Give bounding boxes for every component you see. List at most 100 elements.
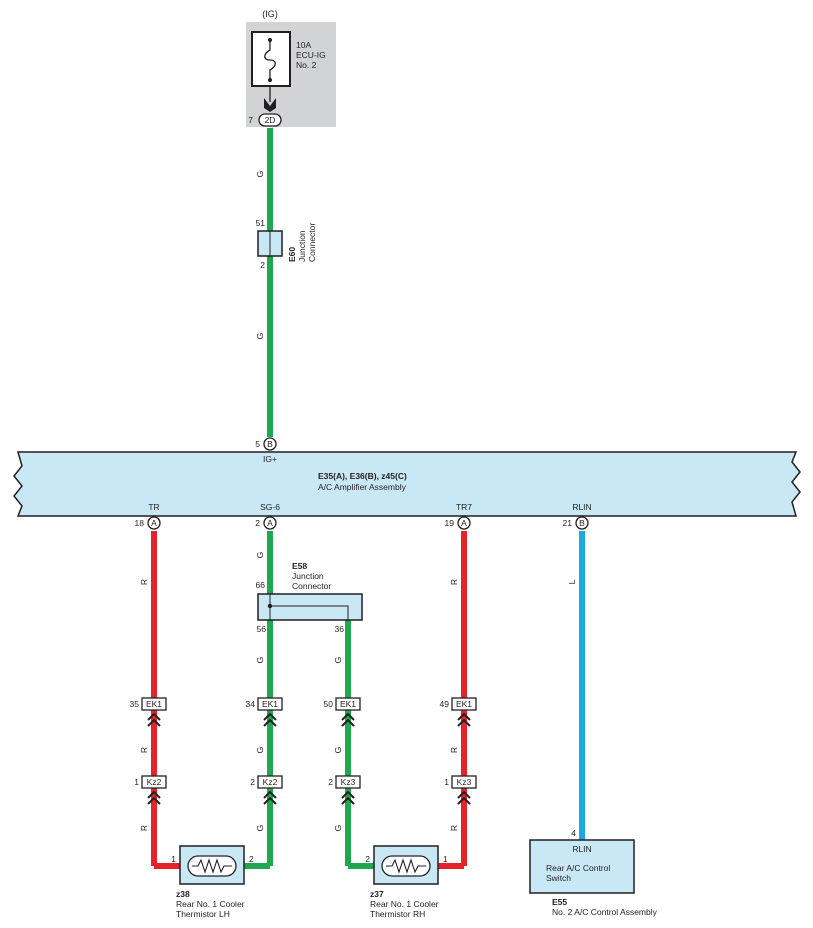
connector-box (257, 697, 283, 711)
thermistor-rh-name-line2: Thermistor RH (370, 909, 425, 919)
wire-color-label: R (449, 825, 459, 831)
connector-chevron-icon (457, 796, 471, 805)
fuse-contact-top (268, 38, 272, 42)
amplifier-name: A/C Amplifier Assembly (318, 482, 407, 492)
control-switch-name-line2: Switch (546, 873, 571, 883)
amplifier-output-label-tr7: TR7 (456, 502, 472, 512)
control-switch-assembly: No. 2 A/C Control Assembly (552, 907, 658, 917)
amplifier-output-pin-sg6: 2 (255, 518, 260, 528)
inline-connector-ek1-49: EK1 49R (440, 697, 477, 753)
fuse-pin: 7 (248, 115, 253, 125)
wire-color-e60-to-amp: G (255, 333, 265, 340)
inline-connector-kz2-1: Kz2 1R (134, 775, 167, 831)
fuse-power-source: (IG) (262, 9, 278, 19)
wire-color-sg6-left: G (255, 657, 265, 664)
wire-color-fuse-to-e60: G (255, 171, 265, 178)
amplifier-input-pin: 5 (255, 439, 260, 449)
connector-chevron-icon (457, 712, 471, 721)
fuse-contact-bottom (268, 78, 272, 82)
connector-pin: 1 (134, 777, 139, 787)
connector-pin: 35 (130, 699, 140, 709)
connector-pin: 34 (246, 699, 256, 709)
thermistor-rh-code: z37 (370, 889, 384, 899)
control-switch-code: E55 (552, 897, 567, 907)
inline-connectors: EK135REK134GEK150GEK149RKz21RKz22GKz32GK… (130, 697, 477, 832)
connector-chevron-icon (457, 790, 471, 799)
wire-color-sg6-right: G (333, 657, 343, 664)
fuse-connector (258, 113, 282, 127)
connector-box (257, 775, 283, 789)
amplifier-output-label-tr: TR (148, 502, 159, 512)
connector-name: Kz2 (147, 777, 162, 787)
amplifier-input-conn: B (267, 439, 273, 449)
thermistor-lh-pin-right: 2 (249, 854, 254, 864)
connector-pin: 50 (324, 699, 334, 709)
amplifier-input-label: IG+ (263, 454, 277, 464)
e58-internal-branch (270, 605, 349, 620)
connector-chevron-icon (147, 718, 161, 727)
fuse-name-line1: ECU-IG (296, 50, 326, 60)
fuse-block: (IG) 10A ECU-IG No. 2 7 2D (246, 9, 336, 127)
amplifier-output-connector-sg6 (263, 516, 277, 530)
control-switch-terminal: RLIN (572, 844, 591, 854)
thermistor-lh-name-line2: Thermistor LH (176, 909, 230, 919)
wire-color-label: G (255, 747, 265, 754)
e60-code: E60 (287, 247, 297, 262)
amplifier-input-connector (263, 437, 277, 451)
amplifier-assembly: 5 B IG+ E35(A), E36(B), z45(C) A/C Ampli… (13, 437, 801, 530)
connector-chevron-icon (341, 790, 355, 799)
wire-color-label: R (139, 825, 149, 831)
amplifier-output-label-sg6: SG-6 (260, 502, 280, 512)
connector-chevron-icon (147, 712, 161, 721)
fuse-icon (264, 40, 276, 80)
e58-pin-in: 66 (256, 580, 266, 590)
wire-color-tr: R (139, 579, 149, 585)
amplifier-output-conn-tr: A (151, 518, 157, 528)
connector-box (141, 697, 167, 711)
connector-box (335, 775, 361, 789)
thermistor-lh-resistor-icon (192, 858, 232, 874)
connector-name: Kz3 (341, 777, 356, 787)
connector-name: EK1 (456, 699, 472, 709)
e58-pin-out-left: 56 (257, 624, 267, 634)
e58-name-line1: Junction (292, 571, 324, 581)
control-switch: 4 RLIN Rear A/C Control Switch E55 No. 2… (529, 828, 658, 917)
amplifier-output-label-rlin: RLIN (572, 502, 591, 512)
connector-name: EK1 (146, 699, 162, 709)
thermistor-rh: 2 1 z37 Rear No. 1 Cooler Thermistor RH (365, 845, 448, 919)
control-switch-pin: 4 (571, 828, 576, 838)
connector-chevron-icon (457, 718, 471, 727)
inline-connector-ek1-35: EK1 35R (130, 697, 167, 753)
amplifier-body (13, 451, 801, 517)
connector-box (335, 697, 361, 711)
connector-name: EK1 (262, 699, 278, 709)
amplifier-output-pin-tr: 18 (135, 518, 145, 528)
connector-pin: 2 (328, 777, 333, 787)
connector-pin: 49 (440, 699, 450, 709)
wire-color-label: R (139, 747, 149, 753)
thermistor-lh-pin-left: 1 (171, 854, 176, 864)
e58-splice-dot (267, 603, 273, 609)
connector-chevron-icon (263, 790, 277, 799)
wire-color-sg6: G (255, 552, 265, 559)
e58-code: E58 (292, 561, 307, 571)
wire-color-tr7: R (449, 579, 459, 585)
amplifier-output-connector-rlin (575, 516, 589, 530)
amplifier-output-pin-tr7: 19 (445, 518, 455, 528)
connector-name: Kz3 (457, 777, 472, 787)
e60-pin-bottom: 2 (260, 260, 265, 270)
amplifier-output-conn-rlin: B (579, 518, 585, 528)
wire-color-label: G (255, 825, 265, 832)
connector-box (451, 775, 477, 789)
amplifier-output-connector-tr7 (457, 516, 471, 530)
connector-chevron-icon (263, 718, 277, 727)
wire-color-label: R (449, 747, 459, 753)
thermistor-lh-name-line1: Rear No. 1 Cooler (176, 899, 245, 909)
thermistor-rh-name-line1: Rear No. 1 Cooler (370, 899, 439, 909)
connector-name: EK1 (340, 699, 356, 709)
connector-chevron-icon (263, 712, 277, 721)
